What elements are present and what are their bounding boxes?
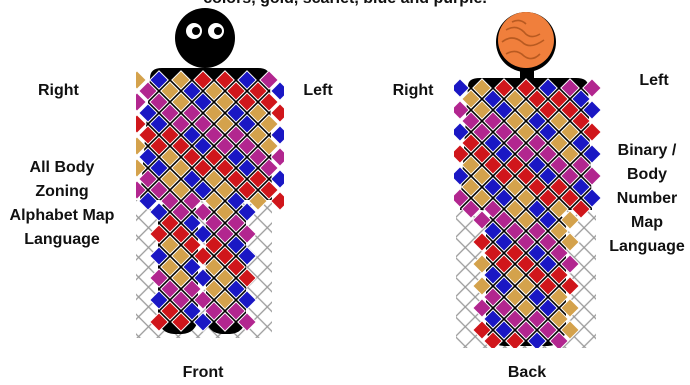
front-left-label: Left bbox=[298, 79, 338, 103]
front-view-label: Front bbox=[163, 361, 243, 385]
front-head bbox=[175, 8, 235, 68]
back-view-label: Back bbox=[487, 361, 567, 385]
front-right-label: Right bbox=[38, 79, 78, 103]
back-right-label: Right bbox=[384, 79, 442, 103]
back-figure bbox=[451, 12, 601, 350]
front-side-text: All Body Zoning Alphabet Map Language bbox=[0, 156, 124, 252]
front-figure bbox=[128, 8, 289, 338]
back-side-text: Binary / Body Number Map Language bbox=[604, 139, 690, 259]
back-left-label: Left bbox=[632, 69, 676, 93]
